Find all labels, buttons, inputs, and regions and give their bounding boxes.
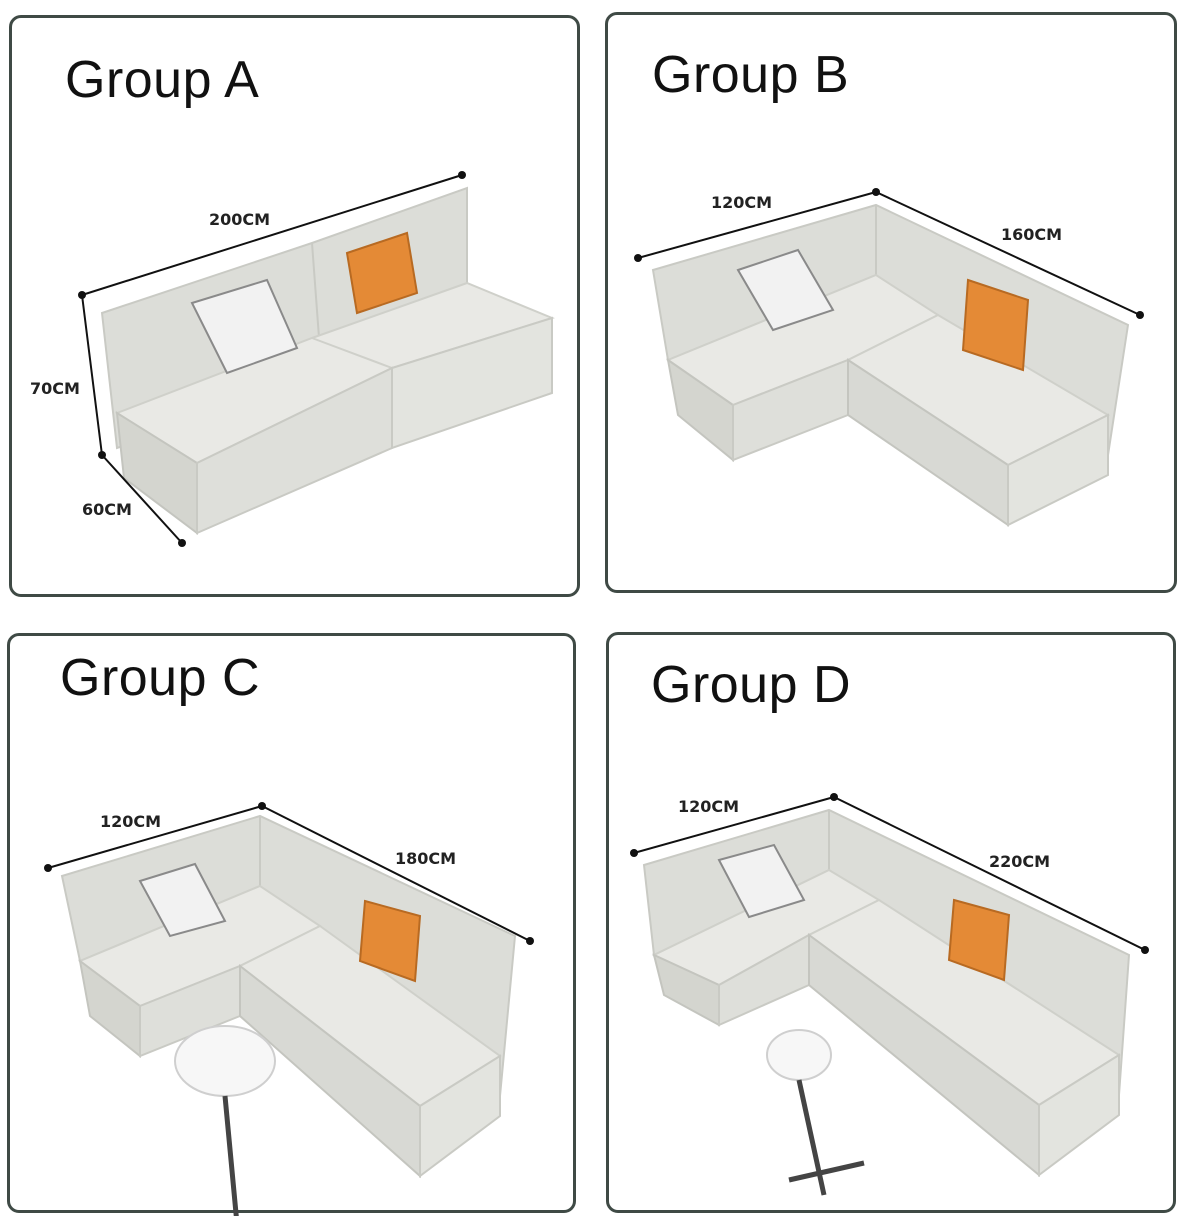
patterned-pillow-icon: [736, 248, 835, 332]
group-b-illustration: 120CM 160CM: [634, 188, 1144, 527]
short-side-dimension-label: 120CM: [678, 797, 739, 816]
side-table-icon: [766, 1029, 832, 1081]
group-d-illustration: 120CM 220CM: [630, 793, 1149, 1196]
orange-pillow-icon: [961, 278, 1030, 372]
group-b-panel: Group B 120CM 160CM: [605, 12, 1177, 593]
orange-pillow-icon: [345, 231, 419, 315]
patterned-pillow-icon: [138, 862, 227, 938]
short-side-dimension-label: 120CM: [711, 193, 772, 212]
long-side-dimension-label: 160CM: [1001, 225, 1062, 244]
long-side-dimension-label: 220CM: [989, 852, 1050, 871]
patterned-pillow-icon: [717, 843, 806, 919]
group-b-title: Group B: [652, 46, 850, 104]
group-c-panel: Group C 120CM 180CM: [7, 633, 576, 1216]
patterned-pillow-icon: [190, 278, 299, 375]
group-c-illustration: 120CM 180CM: [44, 802, 534, 1216]
side-table-icon: [174, 1025, 276, 1097]
long-side-dimension-label: 180CM: [395, 849, 456, 868]
group-a-title: Group A: [65, 51, 260, 109]
length-dimension-label: 200CM: [209, 210, 270, 229]
group-c-title: Group C: [60, 649, 261, 707]
group-d-title: Group D: [651, 656, 852, 714]
orange-pillow-icon: [358, 899, 422, 983]
orange-pillow-icon: [947, 898, 1011, 982]
short-side-dimension-label: 120CM: [100, 812, 161, 831]
group-d-panel: Group D 120CM 220CM: [606, 632, 1176, 1213]
group-a-illustration: 200CM 70CM 60CM: [30, 171, 555, 547]
height-dimension-label: 70CM: [30, 379, 80, 398]
group-a-panel: Group A 200CM 70CM 60CM: [9, 15, 580, 597]
depth-dimension-label: 60CM: [82, 500, 132, 519]
